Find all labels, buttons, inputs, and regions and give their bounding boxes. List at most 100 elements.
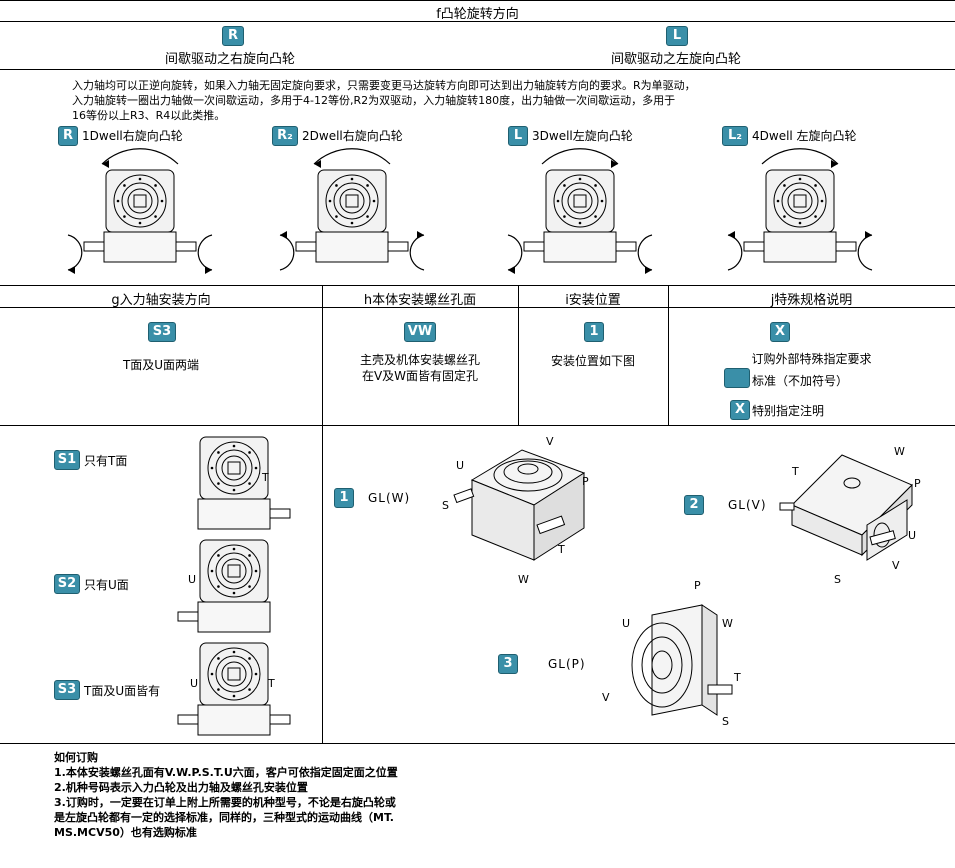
shaft-label-s2: 只有U面 xyxy=(84,578,129,592)
bolt-hole xyxy=(335,184,338,187)
spec-j-standard-label: 标准（不加符号） xyxy=(752,374,849,388)
bolt-hole xyxy=(814,215,817,218)
bolt-hole xyxy=(248,554,251,557)
bolt-hole xyxy=(776,199,780,203)
input-shaft-right xyxy=(387,241,409,252)
output-arrow-head xyxy=(314,160,321,168)
bolt-hole xyxy=(217,554,220,557)
face-letter-s: S xyxy=(834,573,841,586)
spec-g-text: T面及U面两端 xyxy=(122,358,200,372)
input-shaft xyxy=(707,684,733,695)
hub xyxy=(651,650,673,680)
input-arrow-head-left xyxy=(508,266,515,274)
flange-inner xyxy=(339,188,365,214)
bolt-hole xyxy=(783,184,786,187)
face-letter-t: T xyxy=(261,471,269,484)
bolt-hole xyxy=(232,547,236,551)
flange-inner xyxy=(567,188,593,214)
bolt-hole xyxy=(123,184,126,187)
side-face xyxy=(701,604,718,716)
type-label-3: 3Dwell左旋向凸轮 xyxy=(532,129,633,143)
bolt-hole xyxy=(798,221,802,225)
spec-col-line-1 xyxy=(322,285,323,425)
flange-outer xyxy=(325,174,379,228)
housing-base xyxy=(763,231,837,263)
face-letter-t: T xyxy=(791,465,799,478)
flange-inner xyxy=(503,460,553,484)
input-arrow-head-right xyxy=(205,266,212,274)
face-letter-t: T xyxy=(733,671,741,684)
ordering-notes: 如何订购 1.本体安装螺丝孔面有V.W.P.S.T.U六面，客户可依指定固定面之… xyxy=(54,750,398,840)
type-badge-2: R₂ xyxy=(272,126,298,146)
face-letter-w: W xyxy=(722,617,733,630)
bolt-hole xyxy=(210,672,214,676)
face-letter-p: P xyxy=(914,477,921,490)
indexer-front-view xyxy=(177,539,271,633)
ordering-line-3: 3.订购时，一定要在订单上附上所需要的机种型号，不论是右旋凸轮或 xyxy=(54,796,396,809)
input-shaft-right xyxy=(835,241,857,252)
spec-h-text: 主壳及机体安装螺丝孔 在V及W面皆有固定孔 xyxy=(322,352,518,384)
spec-col-line-3 xyxy=(668,285,669,425)
flange-mid xyxy=(215,552,253,590)
face-letter-v: V xyxy=(892,559,900,572)
bolt-hole xyxy=(138,221,142,225)
spec-j-special-badge: X xyxy=(730,400,750,420)
face-letter-w: W xyxy=(894,445,905,458)
face-letter-u: U xyxy=(190,677,198,690)
right-rotation-label: 间歇驱动之右旋向凸轮 xyxy=(164,52,295,67)
input-shaft xyxy=(869,530,896,546)
shaft-badge-s1: S1 xyxy=(54,450,80,470)
flange-outer xyxy=(207,441,261,495)
spec-header-h: h本体安装螺丝孔面 xyxy=(363,293,477,308)
ordering-line-5: MS.MCV50）也有选购标准 xyxy=(54,826,197,839)
shaft-badge-s3: S3 xyxy=(54,680,80,700)
rotation-description: 入力轴均可以正逆向旋转，如果入力轴无固定旋向要求，只需要变更马达旋转方向即可达到… xyxy=(72,78,952,123)
housing-base xyxy=(103,231,177,263)
spec-h-line-1: 主壳及机体安装螺丝孔 xyxy=(359,353,480,367)
type-label-1: 1Dwell右旋向凸轮 xyxy=(82,129,183,143)
face-letter-u: U xyxy=(622,617,630,630)
title-divider xyxy=(0,21,955,22)
flange-inner xyxy=(221,455,247,481)
position-label-1: GL(W) xyxy=(368,491,411,505)
type-label-4: 4Dwell 左旋向凸轮 xyxy=(752,129,857,143)
indexer-front-view xyxy=(743,169,857,263)
face-letter-p: P xyxy=(694,579,701,592)
input-shaft-back xyxy=(453,488,475,504)
input-arrow-head-left xyxy=(68,266,75,274)
flange-mid xyxy=(215,449,253,487)
position-badge-3: 3 xyxy=(498,654,518,674)
bolt-hole xyxy=(578,177,582,181)
description-line-2: 入力轴旋转一圈出力轴做一次间歇运动，多用于4-12等份,R2为双驱动，入力轴旋转… xyxy=(72,94,676,107)
bolt-hole xyxy=(594,215,597,218)
bolt-hole xyxy=(563,184,566,187)
flange-mid xyxy=(215,655,253,693)
spec-bottom-line xyxy=(0,425,955,426)
bolt-hole xyxy=(328,199,332,203)
bolt-hole xyxy=(248,451,251,454)
bolt-hole xyxy=(350,177,354,181)
input-arrow-head-right xyxy=(865,231,872,239)
output-hub xyxy=(227,667,241,681)
input-shaft-left xyxy=(743,241,765,252)
output-hub xyxy=(573,194,587,208)
housing-base xyxy=(197,601,271,633)
input-rotation-arc-left xyxy=(279,234,295,271)
ordering-top-line xyxy=(0,743,955,744)
spec-j-standard-badge xyxy=(724,368,750,388)
top-hole xyxy=(843,477,861,489)
ordering-line-1: 1.本体安装螺丝孔面有V.W.P.S.T.U六面，客户可依指定固定面之位置 xyxy=(54,766,398,779)
spec-top-line xyxy=(0,285,955,286)
description-line-3: 16等份以上R3、R4以此类推。 xyxy=(72,109,226,122)
output-hub xyxy=(133,194,147,208)
left-rotation-badge: L xyxy=(666,26,688,46)
bolt-hole xyxy=(217,482,220,485)
bolt-hole xyxy=(217,657,220,660)
bolt-hole xyxy=(217,585,220,588)
bolt-hole xyxy=(366,184,369,187)
rl-divider xyxy=(0,69,955,70)
input-shaft-back xyxy=(779,502,795,511)
